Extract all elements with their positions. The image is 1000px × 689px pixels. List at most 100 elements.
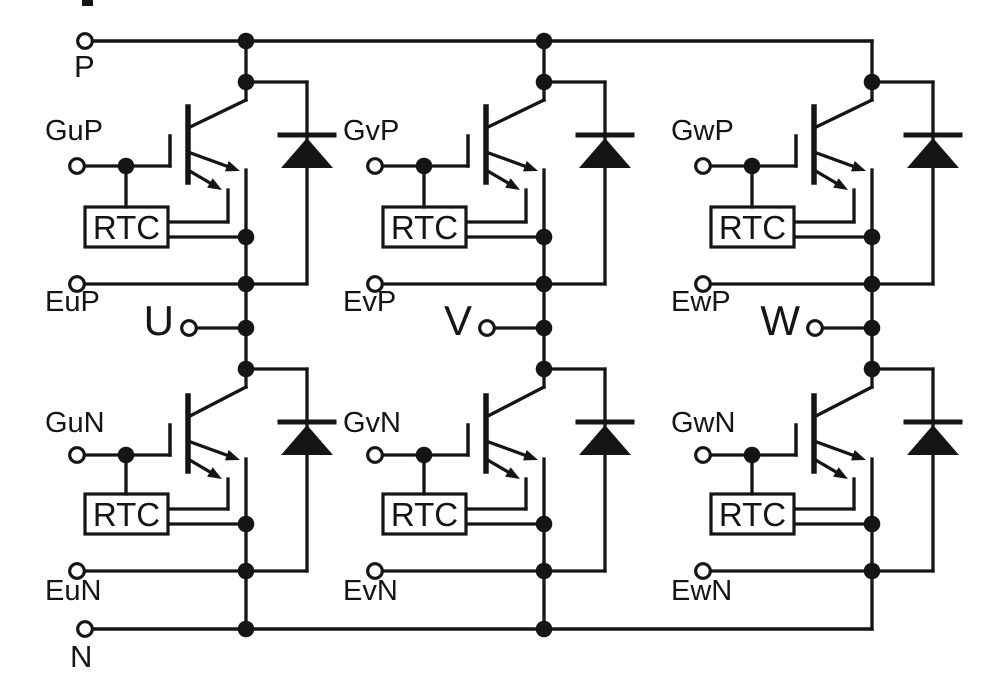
label-gvp: GvP <box>343 115 400 147</box>
rtc-label: RTC <box>390 209 459 246</box>
terminal-evp <box>366 275 384 293</box>
terminal-ewn <box>694 562 712 580</box>
label-gup: GuP <box>45 115 104 147</box>
junction-dot <box>415 157 433 175</box>
igbt-collector-diagonal <box>811 384 875 420</box>
igbt-sense-emitter-arrow <box>483 167 511 186</box>
junction-dot <box>535 562 553 580</box>
label-gun: GuN <box>45 407 105 439</box>
label-evp: EvP <box>343 286 397 318</box>
igbt-collector-diagonal <box>185 97 249 131</box>
junction-dot <box>237 73 255 91</box>
terminal-p <box>76 32 94 50</box>
igbt-emitter-arrow <box>811 438 855 458</box>
igbt-sense-emitter-arrow-head <box>505 178 520 190</box>
junction-dot <box>237 275 255 293</box>
igbt-emitter-arrow-head <box>225 161 240 172</box>
crop-artifact <box>82 0 93 6</box>
junction-dot <box>117 157 135 175</box>
junction-dot <box>743 157 761 175</box>
igbt-sense-emitter-arrow <box>811 167 839 186</box>
rtc-box <box>83 205 170 249</box>
junction-dot <box>237 360 255 378</box>
junction-dot <box>863 275 881 293</box>
igbt-collector-diagonal <box>185 384 249 420</box>
igbt-emitter-arrow <box>483 149 527 169</box>
diode-triangle <box>907 425 959 455</box>
igbt-emitter-arrow-head <box>523 450 538 461</box>
phase-leg-w <box>806 39 881 631</box>
junction-dot <box>535 515 553 533</box>
half-bridge-w-lower <box>694 360 963 580</box>
igbt-emitter-arrow-head <box>225 450 240 461</box>
label-eun: EuN <box>45 575 102 607</box>
igbt-emitter-arrow <box>185 149 229 169</box>
terminal-eun <box>68 562 86 580</box>
rtc-box <box>709 205 796 249</box>
igbt-emitter-arrow-head <box>851 161 866 172</box>
junction-dot <box>535 228 553 246</box>
igbt-sense-emitter-arrow <box>185 456 213 475</box>
junction-dot <box>535 319 553 337</box>
half-bridge-u-upper <box>68 73 337 293</box>
junction-dot <box>863 562 881 580</box>
rtc-label: RTC <box>718 496 787 533</box>
label-evn: EvN <box>343 575 398 607</box>
half-bridge-w-upper <box>694 73 963 293</box>
igbt-emitter-arrow <box>483 438 527 458</box>
phase-leg-v <box>478 32 553 638</box>
terminal-evn <box>366 562 384 580</box>
label-gwn: GwN <box>671 407 736 439</box>
rtc-label: RTC <box>390 496 459 533</box>
diode-triangle <box>579 138 631 168</box>
igbt-sense-emitter-arrow-head <box>207 178 222 190</box>
igbt-sense-emitter-arrow-head <box>505 467 520 479</box>
junction-dot <box>743 446 761 464</box>
terminal-n <box>76 620 94 638</box>
half-bridge-v-lower <box>366 360 635 580</box>
junction-dot <box>535 620 553 638</box>
junction-dot <box>237 228 255 246</box>
junction-dot <box>535 32 553 50</box>
diode-triangle <box>579 425 631 455</box>
junction-dot <box>237 515 255 533</box>
terminal-v-output <box>478 319 496 337</box>
junction-dot <box>535 275 553 293</box>
terminal-u-output <box>180 319 198 337</box>
igbt-sense-emitter-arrow-head <box>833 467 848 479</box>
rtc-label: RTC <box>92 496 161 533</box>
half-bridge-u-lower <box>68 360 337 580</box>
label-gwp: GwP <box>671 115 734 147</box>
igbt-emitter-arrow <box>185 438 229 458</box>
terminal-gwn <box>694 446 712 464</box>
label-gvn: GvN <box>343 407 401 439</box>
igbt-collector-diagonal <box>483 384 547 420</box>
terminal-gun <box>68 446 86 464</box>
diode-triangle <box>281 425 333 455</box>
terminal-w-output <box>806 319 824 337</box>
label-ewn: EwN <box>671 575 733 607</box>
label-n: N <box>70 639 93 674</box>
terminal-ewp <box>694 275 712 293</box>
junction-dot <box>237 32 255 50</box>
label-output-w: W <box>760 297 800 344</box>
rtc-box <box>381 492 468 536</box>
igbt-emitter-arrow-head <box>851 450 866 461</box>
rtc-box <box>83 492 170 536</box>
terminal-gvn <box>366 446 384 464</box>
diode-triangle <box>907 138 959 168</box>
rtc-label: RTC <box>718 209 787 246</box>
junction-dot <box>237 562 255 580</box>
diode-triangle <box>281 138 333 168</box>
junction-dot <box>117 446 135 464</box>
label-output-v: V <box>443 297 472 344</box>
junction-dot <box>535 360 553 378</box>
rtc-label: RTC <box>92 209 161 246</box>
terminal-gwp <box>694 157 712 175</box>
rails <box>76 0 874 638</box>
igbt-emitter-arrow <box>811 149 855 169</box>
igbt-sense-emitter-arrow <box>811 456 839 475</box>
igbt-collector-diagonal <box>483 97 547 131</box>
